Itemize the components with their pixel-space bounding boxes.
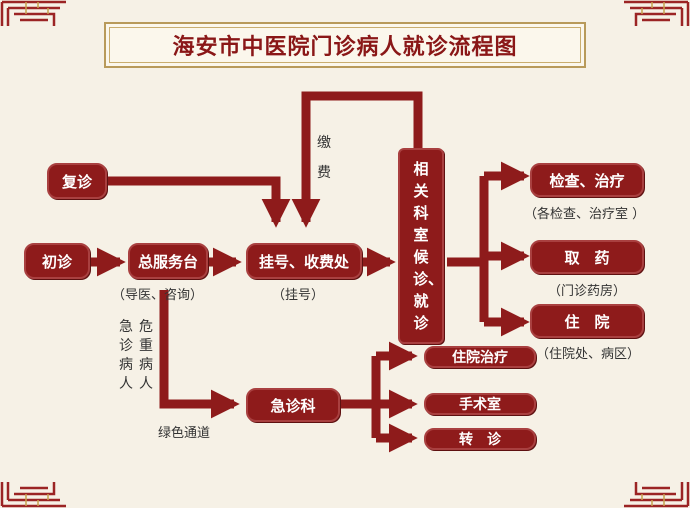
emergency-node: 急诊科 [246,388,340,422]
inpatient-note: （住院处、病区） [536,347,641,362]
registration-note: （挂号） [272,288,325,303]
er-admit-label: 住院治疗 [452,350,508,366]
first-visit-label: 初诊 [41,252,72,271]
green-channel-label: 绿色通道 [158,426,211,441]
lattice-corner-bottom-left-icon [0,480,68,508]
title-frame: 海安市中医院门诊病人就诊流程图 [104,22,586,68]
payment-label: 缴费 [317,135,331,181]
arrow-green-channel [159,290,240,419]
arrow-revisit-to-registration [108,176,291,228]
lattice-corner-top-left-icon [0,0,68,28]
pharmacy-note: （门诊药房） [548,284,627,299]
first-visit-node: 初诊 [24,243,90,279]
registration-node: 挂号、收费处 [246,243,362,279]
exam-node: 检查、治疗 [530,163,644,197]
lattice-corner-bottom-right-icon [622,480,690,508]
front-desk-label: 总服务台 [137,252,198,271]
critical-patient-label: 危重病人 [139,319,153,392]
arrow-payment-loop [291,91,423,228]
page-title: 海安市中医院门诊病人就诊流程图 [172,34,518,60]
department-label: 相关科室候诊、就诊 [413,160,444,332]
emergency-label: 急诊科 [270,396,316,415]
inpatient-label: 住 院 [564,312,610,331]
exam-note: （各检查、治疗室 ） [524,207,646,222]
surgery-node: 手术室 [424,393,536,415]
revisit-label: 复诊 [61,172,92,191]
front-desk-note: （导医、咨询） [112,288,204,303]
surgery-label: 手术室 [459,397,501,413]
pharmacy-label: 取 药 [564,248,610,267]
registration-label: 挂号、收费处 [258,252,349,271]
front-desk-node: 总服务台 [128,243,208,279]
transfer-label: 转 诊 [459,432,501,448]
exam-label: 检查、治疗 [549,171,625,190]
transfer-node: 转 诊 [424,428,536,450]
lattice-corner-top-right-icon [622,0,690,28]
emergency-patient-label: 急诊病人 [119,319,133,392]
revisit-node: 复诊 [47,163,107,199]
department-node: 相关科室候诊、就诊 [398,148,444,344]
inpatient-node: 住 院 [530,304,644,338]
er-admit-node: 住院治疗 [424,346,536,368]
pharmacy-node: 取 药 [530,240,644,274]
